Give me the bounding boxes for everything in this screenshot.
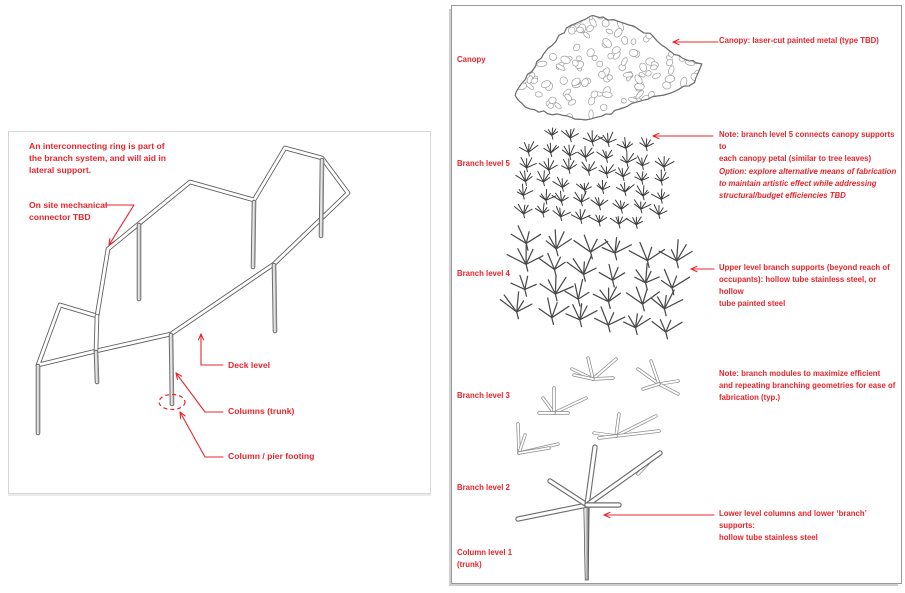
pier-footing-label: Column / pier footing <box>228 451 315 461</box>
connector-label: On site mechanical connector TBD <box>29 200 108 222</box>
canopy-label: Canopy <box>457 55 486 64</box>
columns-trunk-label: Columns (trunk) <box>228 406 295 416</box>
lower-columns-annotation: Lower level columns and lower ‘branch’ s… <box>719 509 867 542</box>
branch-level-5-option-note: Option: explore alternative means of fab… <box>719 167 897 200</box>
exploded-levels-drawing <box>499 14 719 581</box>
branch-level-3-annotation: Note: branch modules to maximize efficie… <box>719 369 896 402</box>
canopy-annotation: Canopy: laser-cut painted metal (type TB… <box>719 36 879 45</box>
deck-level-label: Deck level <box>228 360 271 370</box>
ring-note: An interconnecting ring is part of the b… <box>29 141 167 175</box>
isometric-ring-drawing <box>35 145 351 458</box>
branch-level-2-label: Branch level 2 <box>457 483 510 492</box>
branch-level-3-label: Branch level 3 <box>457 391 510 400</box>
branch-level-4-label: Branch level 4 <box>457 269 510 278</box>
exploded-levels-panel: Canopy Branch level 5 Branch level 4 Bra… <box>451 5 902 584</box>
column-level-1-label: Column level 1 (trunk) <box>457 548 513 569</box>
branch-level-4-annotation: Upper level branch supports (beyond reac… <box>719 263 890 308</box>
ring-structure-panel: An interconnecting ring is part of the b… <box>8 131 431 494</box>
branch-level-5-label: Branch level 5 <box>457 159 510 168</box>
branch-level-5-annotation: Note: branch level 5 connects canopy sup… <box>719 130 895 163</box>
